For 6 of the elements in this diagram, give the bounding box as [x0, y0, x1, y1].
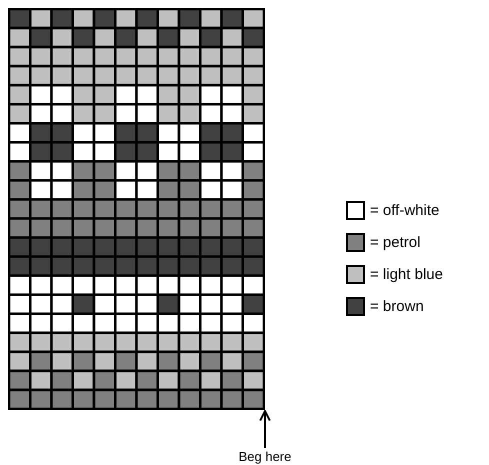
legend-label: = brown [370, 298, 424, 315]
legend-label: = petrol [370, 234, 420, 251]
legend-label: = off-white [370, 202, 440, 219]
arrow [259, 410, 271, 448]
legend-label: = light blue [370, 266, 443, 283]
start-label: Beg here [225, 448, 305, 465]
